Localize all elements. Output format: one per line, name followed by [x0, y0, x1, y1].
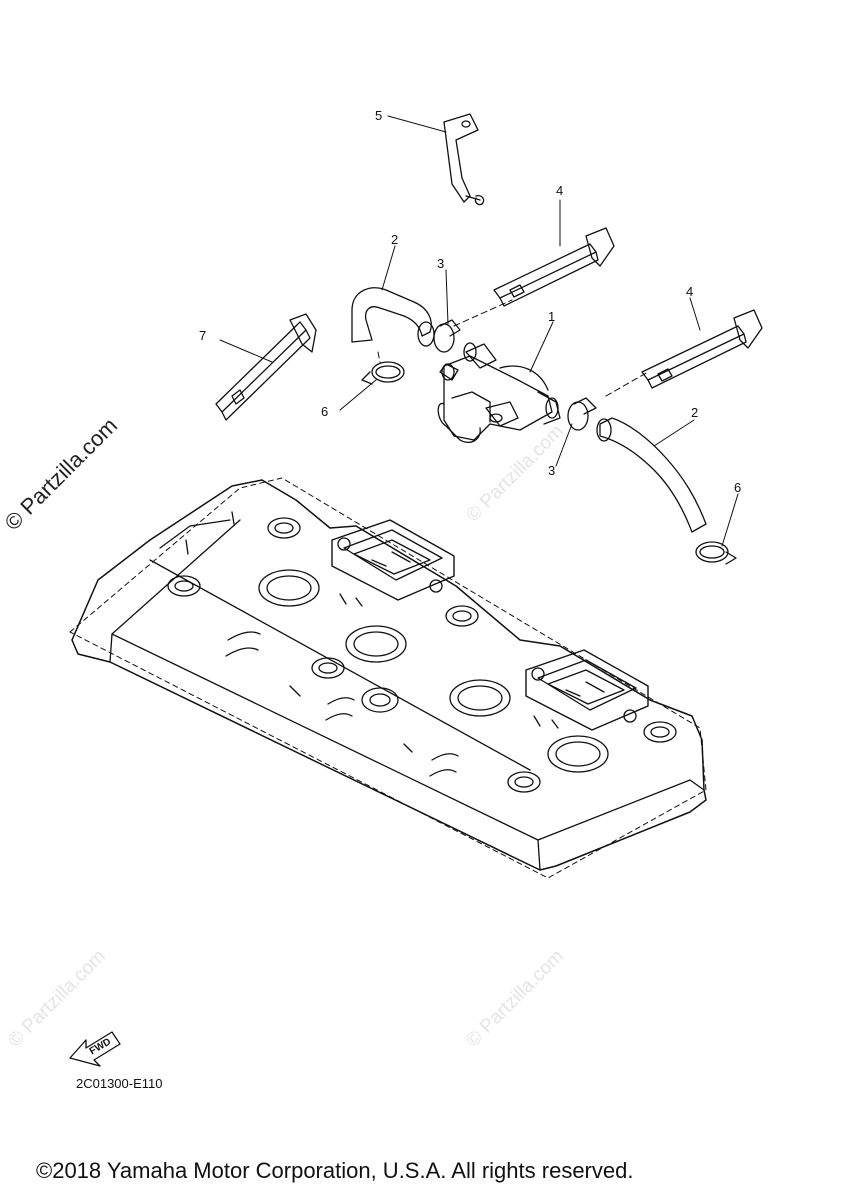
part-5-bracket	[443, 113, 485, 206]
part-2-upper-hose	[351, 287, 435, 347]
part-6-lower-clip	[695, 541, 737, 565]
callout-4a: 4	[556, 183, 564, 198]
callout-3b: 3	[548, 463, 556, 478]
callout-7: 7	[199, 328, 207, 343]
fwd-label: FWD	[88, 1036, 113, 1057]
callout-2b: 2	[691, 405, 699, 420]
diagram-code: 2C01300-E110	[76, 1076, 163, 1091]
callout-2a: 2	[391, 232, 399, 247]
part-1-air-cut-valve	[437, 342, 561, 443]
plug-hole-3	[449, 679, 511, 717]
part-3-upper-clamp	[433, 319, 461, 353]
part-4-upper-clamp	[493, 227, 615, 307]
part-6-upper-clip	[361, 361, 405, 385]
fwd-arrow-icon: FWD	[69, 1031, 121, 1067]
callout-3a: 3	[437, 256, 445, 271]
part-7-plate	[215, 313, 317, 421]
assembly-lines	[377, 299, 649, 397]
leader-lines	[219, 115, 739, 547]
reed-housing-2	[525, 649, 649, 731]
callout-1: 1	[548, 309, 556, 324]
plug-hole-4	[547, 735, 609, 773]
callout-4b: 4	[686, 284, 694, 299]
part-2-lower-hose	[596, 417, 707, 533]
plug-hole-1	[258, 569, 320, 607]
bolt-bosses	[167, 517, 677, 793]
part-4-lower-clamp	[641, 309, 763, 389]
reed-housing-1	[331, 519, 455, 607]
plug-hole-2	[345, 625, 407, 663]
cylinder-head-cover	[69, 477, 707, 879]
callout-6b: 6	[734, 480, 742, 495]
copyright-notice: ©2018 Yamaha Motor Corporation, U.S.A. A…	[36, 1158, 634, 1183]
callout-6a: 6	[321, 404, 329, 419]
callout-5: 5	[375, 108, 383, 123]
part-3-lower-clamp	[567, 397, 597, 431]
